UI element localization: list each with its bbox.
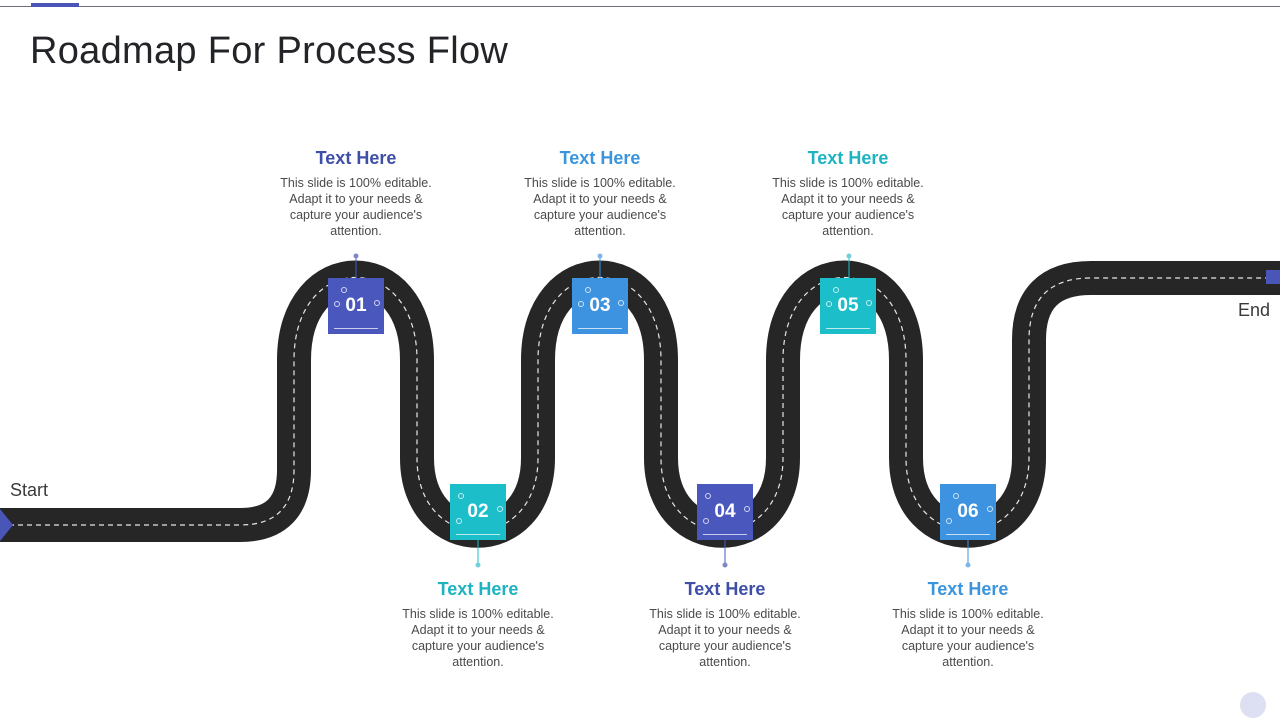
step-number-01: 01: [345, 295, 367, 316]
end-marker: [1266, 270, 1280, 284]
decor-dot: [456, 518, 462, 524]
end-label: End: [1238, 300, 1271, 320]
connector-dot-02: [475, 562, 481, 568]
callout-04: Text Here This slide is 100% editable. A…: [645, 579, 805, 670]
box-baseline: [334, 328, 378, 329]
callout-heading: Text Here: [437, 579, 519, 599]
box-baseline: [946, 534, 990, 535]
decor-dot: [744, 506, 750, 512]
step-number-04: 04: [714, 501, 736, 522]
decor-dot: [987, 506, 993, 512]
step-box-06: 06: [940, 484, 996, 540]
decor-dot: [458, 493, 464, 499]
decor-dot: [946, 518, 952, 524]
callout-heading: Text Here: [927, 579, 1009, 599]
connector-dot-05: [846, 253, 852, 259]
step-number-06: 06: [957, 501, 979, 522]
connector-dot-04: [722, 562, 728, 568]
callout-body: This slide is 100% editable. Adapt it to…: [649, 607, 801, 669]
callout-heading: Text Here: [315, 148, 397, 168]
decor-dot: [334, 301, 340, 307]
connector-dot-01: [353, 253, 359, 259]
step-box-05: 05: [820, 278, 876, 334]
decor-dot: [374, 300, 380, 306]
callout-01: Text Here This slide is 100% editable. A…: [276, 148, 436, 239]
page-indicator-dot: [1240, 692, 1266, 718]
decor-dot: [341, 287, 347, 293]
decor-dot: [705, 493, 711, 499]
start-marker: [0, 509, 13, 541]
decor-dot: [703, 518, 709, 524]
callout-05: Text Here This slide is 100% editable. A…: [768, 148, 928, 239]
callout-heading: Text Here: [684, 579, 766, 599]
step-number-05: 05: [837, 295, 859, 316]
callout-body: This slide is 100% editable. Adapt it to…: [772, 176, 924, 238]
decor-dot: [585, 287, 591, 293]
callout-heading: Text Here: [559, 148, 641, 168]
decor-dot: [953, 493, 959, 499]
box-baseline: [578, 328, 622, 329]
slide-title: Roadmap For Process Flow: [30, 30, 509, 72]
box-baseline: [456, 534, 500, 535]
callout-02: Text Here This slide is 100% editable. A…: [398, 579, 558, 670]
callout-06: Text Here This slide is 100% editable. A…: [888, 579, 1048, 670]
decor-dot: [497, 506, 503, 512]
top-accent-bar: [31, 3, 79, 7]
callout-body: This slide is 100% editable. Adapt it to…: [280, 176, 432, 238]
top-rule: [0, 6, 1280, 7]
step-box-04: 04: [697, 484, 753, 540]
callout-body: This slide is 100% editable. Adapt it to…: [524, 176, 676, 238]
decor-dot: [826, 301, 832, 307]
connector-dot-03: [597, 253, 603, 259]
step-number-02: 02: [467, 501, 489, 522]
road-surface: [0, 260, 1280, 548]
connector-dot-06: [965, 562, 971, 568]
callout-heading: Text Here: [807, 148, 889, 168]
decor-dot: [866, 300, 872, 306]
decor-dot: [618, 300, 624, 306]
box-baseline: [703, 534, 747, 535]
step-number-03: 03: [589, 295, 611, 316]
step-box-03: 03: [572, 278, 628, 334]
decor-dot: [578, 301, 584, 307]
step-box-01: 01: [328, 278, 384, 334]
box-baseline: [826, 328, 870, 329]
start-label: Start: [10, 480, 49, 500]
callout-body: This slide is 100% editable. Adapt it to…: [402, 607, 554, 669]
step-box-02: 02: [450, 484, 506, 540]
callout-03: Text Here This slide is 100% editable. A…: [520, 148, 680, 239]
callout-body: This slide is 100% editable. Adapt it to…: [892, 607, 1044, 669]
decor-dot: [833, 287, 839, 293]
